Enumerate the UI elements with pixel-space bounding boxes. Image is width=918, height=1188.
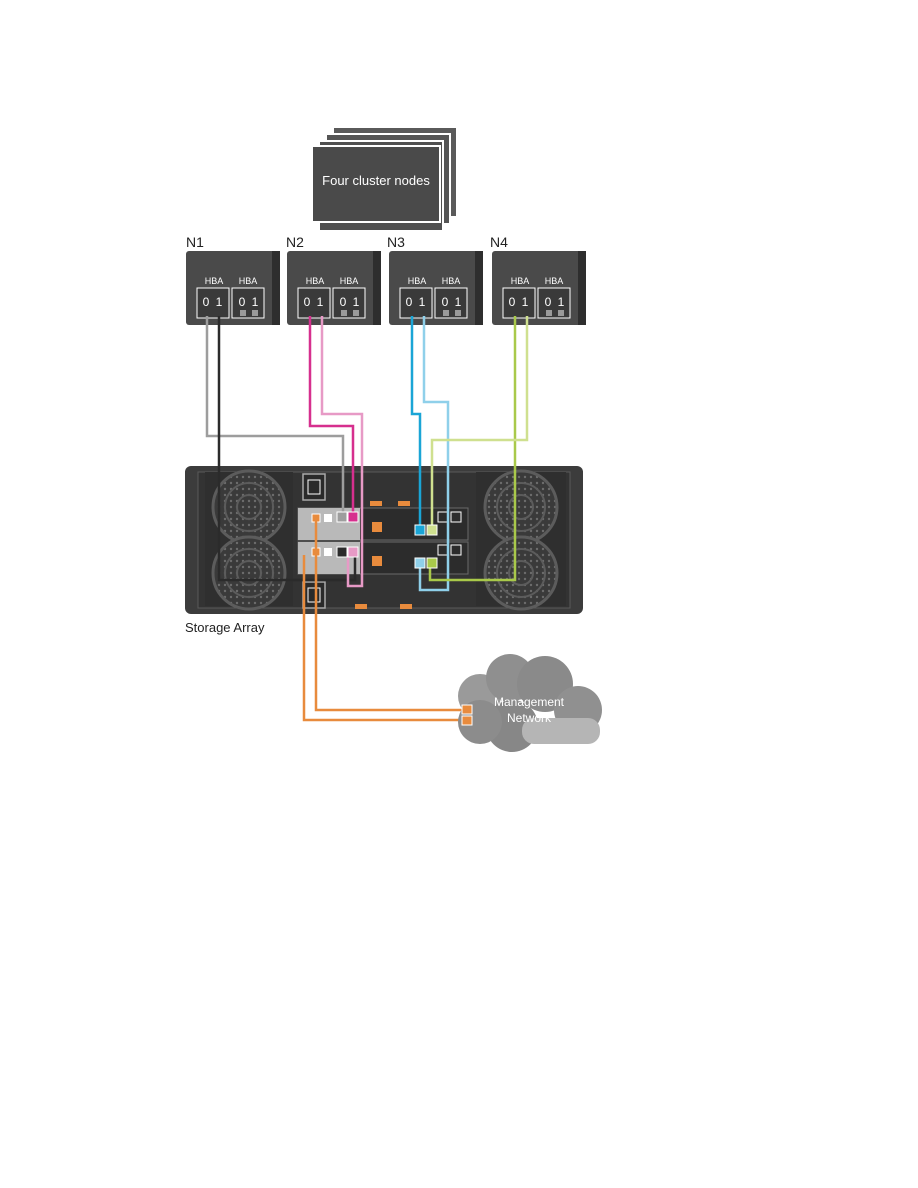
node-n4-label: N4 <box>490 234 508 250</box>
node-n4-port-0: 0 <box>509 295 516 309</box>
cables-n3 <box>410 316 450 592</box>
node-n1-port-2-0: 0 <box>239 295 246 309</box>
node-n1-port-1: 1 <box>216 295 223 309</box>
fan-right <box>476 469 566 611</box>
node-n4-port-2-0: 0 <box>545 295 552 309</box>
node-n2-port-2-0: 0 <box>340 295 347 309</box>
node-n2: N2 HBA HBA 0 1 0 1 <box>286 234 381 325</box>
node-n1-port-0: 0 <box>203 295 210 309</box>
node-n1-port-2-1: 1 <box>252 295 259 309</box>
controller-ports <box>336 511 438 569</box>
node-n2-port-1: 1 <box>317 295 324 309</box>
node-n2-port-0: 0 <box>304 295 311 309</box>
node-n4-hba-1: HBA <box>545 276 564 286</box>
node-n3-port-1: 1 <box>419 295 426 309</box>
node-n2-label: N2 <box>286 234 304 250</box>
cables-n2 <box>308 316 364 588</box>
network-label-line2: Network <box>507 711 552 725</box>
node-n3-port-2-1: 1 <box>455 295 462 309</box>
power-inlet-top <box>302 473 326 501</box>
node-n1-hba-0: HBA <box>205 276 224 286</box>
node-n3-label: N3 <box>387 234 405 250</box>
node-n3-hba-1: HBA <box>442 276 461 286</box>
management-network-cloud: Management Network <box>458 654 602 752</box>
management-cables <box>302 521 466 722</box>
node-n2-port-2-1: 1 <box>353 295 360 309</box>
network-label-line1: Management <box>494 695 565 709</box>
cables-n1 <box>205 316 357 582</box>
node-n1-label: N1 <box>186 234 204 250</box>
node-n3-hba-0: HBA <box>408 276 427 286</box>
cables-n4 <box>428 316 529 582</box>
cluster-label: Four cluster nodes <box>322 173 430 188</box>
node-n3: N3 HBA HBA 0 1 0 1 <box>387 234 483 325</box>
node-n4-hba-0: HBA <box>511 276 530 286</box>
node-n1: N1 HBA HBA 0 1 0 1 <box>186 234 280 325</box>
cluster-nodes-stack: Four cluster nodes <box>311 126 458 232</box>
power-inlet-bottom <box>302 581 326 609</box>
node-n3-port-0: 0 <box>406 295 413 309</box>
node-n2-hba-0: HBA <box>306 276 325 286</box>
node-n4-port-1: 1 <box>522 295 529 309</box>
node-n4: N4 HBA HBA 0 1 0 1 <box>490 234 586 325</box>
node-n4-port-2-1: 1 <box>558 295 565 309</box>
node-n3-port-2-0: 0 <box>442 295 449 309</box>
storage-array: Storage Array <box>185 466 583 635</box>
node-n2-hba-1: HBA <box>340 276 359 286</box>
storage-array-label: Storage Array <box>185 620 265 635</box>
node-n1-hba-1: HBA <box>239 276 258 286</box>
